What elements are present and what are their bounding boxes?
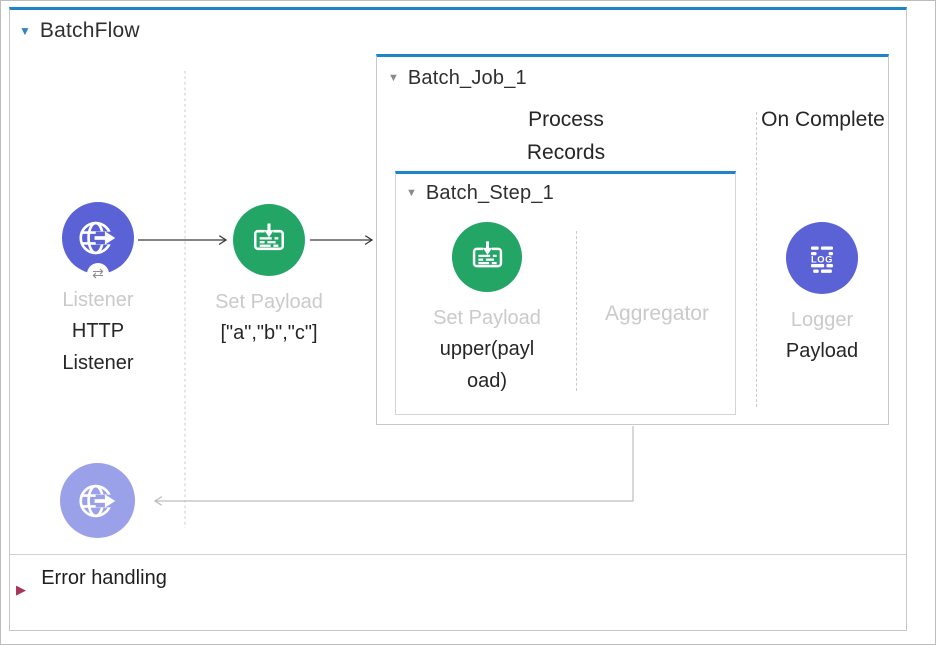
- node-logger: LOG Logger Payload: [752, 222, 892, 367]
- collapse-batch-step-icon[interactable]: ▼: [406, 187, 417, 199]
- aggregator-section-divider: [576, 231, 577, 391]
- batch-job-scope[interactable]: ▼ Batch_Job_1 Process Records On Complet…: [376, 54, 889, 425]
- batch-step-scope[interactable]: ▼ Batch_Step_1: [395, 171, 736, 415]
- listener-doc-name: HTTP Listener: [62, 320, 134, 374]
- error-handling-label[interactable]: Error handling: [41, 567, 167, 589]
- process-records-section-label: Process Records: [526, 108, 606, 164]
- step-set-payload-button[interactable]: [452, 222, 522, 292]
- logger-doc-value: Payload: [785, 340, 859, 362]
- flow-title[interactable]: BatchFlow: [39, 19, 140, 42]
- node-http-listener: ⇄ Listener HTTP Listener: [28, 202, 168, 379]
- set-payload-card-icon: [472, 240, 502, 267]
- on-complete-section-divider: [756, 112, 757, 407]
- logger-button[interactable]: LOG: [786, 222, 858, 294]
- exchange-pattern-badge: ⇄: [87, 263, 109, 285]
- log-lines-icon: LOG: [811, 246, 833, 273]
- on-complete-section-label: On Complete: [761, 108, 885, 131]
- listener-label: Listener: [62, 289, 134, 311]
- http-listener-response-button[interactable]: [60, 463, 135, 538]
- error-section-divider: [10, 554, 906, 555]
- node-set-payload: Set Payload ["a","b","c"]: [199, 204, 339, 349]
- logger-label: Logger: [790, 309, 854, 331]
- set-payload-button[interactable]: [233, 204, 305, 276]
- batch-job-title[interactable]: Batch_Job_1: [407, 67, 527, 89]
- step-set-payload-doc-value: upper(payload): [439, 338, 535, 392]
- globe-arrow-icon-faded: [78, 484, 115, 517]
- log-text: LOG: [811, 254, 833, 264]
- collapse-flow-icon[interactable]: ▼: [19, 23, 31, 38]
- globe-arrow-icon: [79, 221, 116, 255]
- step-set-payload-label: Set Payload: [433, 307, 541, 329]
- set-payload-doc-value: ["a","b","c"]: [220, 322, 318, 344]
- set-payload-card-icon: [253, 223, 285, 251]
- batch-step-title[interactable]: Batch_Step_1: [425, 182, 554, 204]
- error-handling-expand-icon[interactable]: ▶: [16, 582, 26, 597]
- node-step-set-payload: Set Payload upper(payload): [423, 222, 551, 397]
- collapse-batch-job-icon[interactable]: ▼: [388, 72, 399, 84]
- set-payload-label: Set Payload: [215, 291, 323, 313]
- http-listener-button[interactable]: ⇄: [62, 202, 134, 285]
- aggregator-placeholder-label: Aggregator: [605, 302, 709, 325]
